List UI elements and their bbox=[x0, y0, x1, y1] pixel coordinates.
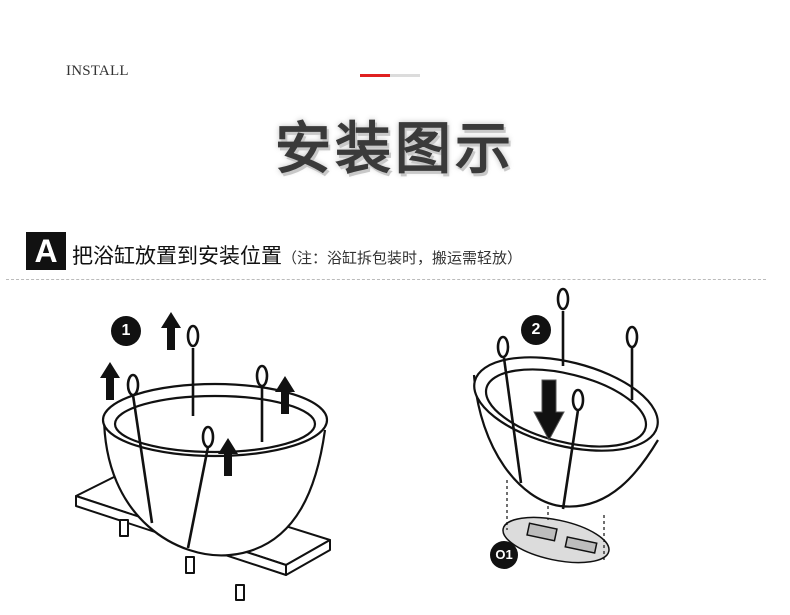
section-heading: 把浴缸放置到安装位置（注：浴缸拆包装时，搬运需轻放） bbox=[72, 240, 522, 270]
alignment-guides bbox=[506, 480, 605, 560]
section-note: （注：浴缸拆包装时，搬运需轻放） bbox=[282, 249, 523, 267]
title-accent-bar bbox=[360, 74, 390, 77]
page-title: 安装图示 bbox=[275, 117, 515, 182]
bathtub-graphic bbox=[101, 382, 329, 557]
lifting-straps bbox=[496, 287, 639, 510]
section-badge: A bbox=[26, 232, 66, 270]
drain-base-graphic bbox=[502, 516, 610, 564]
step-badge: 1 bbox=[111, 316, 141, 346]
dotted-divider bbox=[6, 279, 766, 280]
title-accent-bar-gray bbox=[390, 74, 420, 77]
lifting-straps bbox=[126, 324, 269, 549]
lift-arrows bbox=[100, 312, 295, 476]
section-title: 把浴缸放置到安装位置 bbox=[72, 244, 282, 268]
install-label: INSTALL bbox=[66, 63, 129, 79]
lower-arrow bbox=[533, 379, 565, 442]
step-badge: 2 bbox=[521, 315, 551, 345]
base-callout-badge: O1 bbox=[490, 541, 518, 569]
